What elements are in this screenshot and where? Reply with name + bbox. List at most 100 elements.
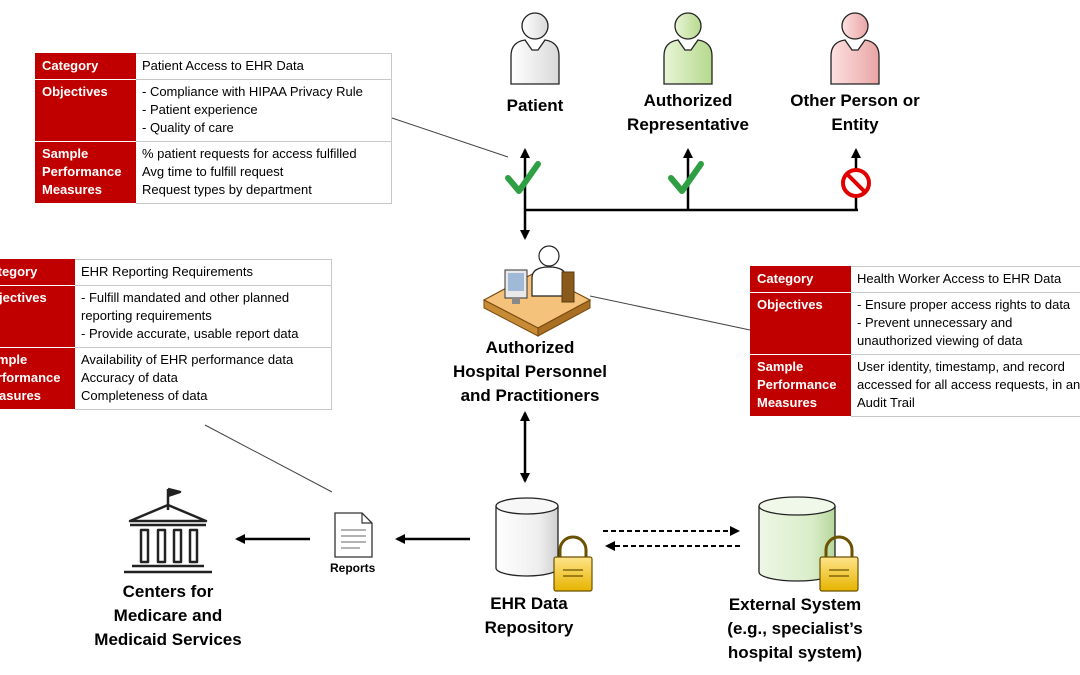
table-row: Sample Performance Measures Availability… <box>0 347 332 410</box>
external-system-label-line: hospital system) <box>727 643 863 662</box>
measure-item: Accuracy of data <box>81 370 178 385</box>
representative-allowed-check-icon <box>668 161 704 194</box>
measures-cell: % patient requests for access fulfilled … <box>135 141 392 204</box>
measures-header-text: Measures <box>757 395 817 410</box>
category-header-text: Category <box>0 264 38 279</box>
objective-item: - Quality of care <box>142 120 234 135</box>
category-cell: Health Worker Access to EHR Data <box>850 266 1080 293</box>
objective-item: reporting requirements <box>81 308 212 323</box>
external-system-label: External System (e.g., specialist’s hosp… <box>705 593 885 665</box>
table-row: Objectives - Fulfill mandated and other … <box>0 285 332 348</box>
government-building-icon <box>124 487 212 574</box>
table-row: Objectives - Compliance with HIPAA Priva… <box>35 79 392 142</box>
objective-item: - Provide accurate, usable report data <box>81 326 299 341</box>
ehr-database-icon <box>495 497 559 577</box>
objective-item: - Compliance with HIPAA Privacy Rule <box>142 84 363 99</box>
category-header: Category <box>0 259 75 286</box>
report-document-icon <box>334 512 373 558</box>
measure-item: Audit Trail <box>857 395 915 410</box>
category-header-text: Category <box>757 271 814 286</box>
representative-label-line: Authorized <box>643 91 733 110</box>
objective-item: unauthorized viewing of data <box>857 333 1023 348</box>
measures-header-text: Measures <box>42 182 102 197</box>
table-row: Sample Performance Measures User identit… <box>750 354 1080 417</box>
measures-header-text: Performance <box>0 370 61 385</box>
objectives-header: Objectives <box>750 292 851 355</box>
objectives-cell: - Ensure proper access rights to data - … <box>850 292 1080 355</box>
measure-item: accessed for all access requests, in an <box>857 377 1080 392</box>
other-person-icon <box>830 12 880 85</box>
measures-cell: Availability of EHR performance data Acc… <box>74 347 332 410</box>
workstation-icon <box>482 245 592 337</box>
objective-item: - Fulfill mandated and other planned <box>81 290 290 305</box>
patient-allowed-check-icon <box>505 161 541 194</box>
external-system-label-line: (e.g., specialist’s <box>727 619 863 638</box>
objectives-header-text: Objectives <box>0 290 47 305</box>
reports-label: Reports <box>330 561 376 575</box>
hospital-personnel-label-line: Hospital Personnel <box>453 362 607 381</box>
table-row: Category Health Worker Access to EHR Dat… <box>750 266 1080 293</box>
category-cell: Patient Access to EHR Data <box>135 53 392 80</box>
health-worker-table-connector <box>589 295 751 331</box>
patient-label-line: Patient <box>506 96 564 115</box>
measure-item: % patient requests for access fulfilled <box>142 146 357 161</box>
measures-header: Sample Performance Measures <box>0 347 75 410</box>
table-row: Objectives - Ensure proper access rights… <box>750 292 1080 355</box>
external-system-label-line: External System <box>728 595 862 614</box>
category-text: Health Worker Access to EHR Data <box>857 271 1062 286</box>
table-row: Sample Performance Measures % patient re… <box>35 141 392 204</box>
other-person-label-line: Entity <box>831 115 879 134</box>
category-text: EHR Reporting Requirements <box>81 264 253 279</box>
measures-header-text: Measures <box>0 388 41 403</box>
objective-item: - Prevent unnecessary and <box>857 315 1013 330</box>
objectives-header: Objectives <box>0 285 75 348</box>
ehr-repository-label: EHR Data Repository <box>459 592 599 640</box>
measures-header-text: Performance <box>757 377 837 392</box>
table-row: Category EHR Reporting Requirements <box>0 259 332 286</box>
measures-header-text: Sample <box>0 352 28 367</box>
ehr-lock-icon <box>553 535 593 592</box>
ehr-repository-label-line: EHR Data <box>490 594 568 613</box>
ehr-repository-label-line: Repository <box>484 618 574 637</box>
objectives-cell: - Fulfill mandated and other planned rep… <box>74 285 332 348</box>
reporting-table-connector <box>204 424 333 493</box>
cms-label-line: Centers for <box>122 582 214 601</box>
authorized-representative-label: Authorized Representative <box>608 89 768 137</box>
objective-item: - Patient experience <box>142 102 258 117</box>
category-header-text: Category <box>42 58 99 73</box>
health-worker-table: Category Health Worker Access to EHR Dat… <box>750 266 1080 417</box>
cms-label-line: Medicaid Services <box>94 630 242 649</box>
hospital-personnel-label: Authorized Hospital Personnel and Practi… <box>430 336 630 408</box>
objectives-header-text: Objectives <box>42 84 108 99</box>
reporting-table: Category EHR Reporting Requirements Obje… <box>0 259 332 410</box>
measures-header-text: Sample <box>757 359 804 374</box>
measures-header-text: Performance <box>42 164 122 179</box>
patient-table-connector <box>391 117 509 158</box>
representative-label-line: Representative <box>627 115 749 134</box>
objectives-header-text: Objectives <box>757 297 823 312</box>
measures-header: Sample Performance Measures <box>35 141 136 204</box>
other-person-denied-icon <box>841 168 871 198</box>
category-cell: EHR Reporting Requirements <box>74 259 332 286</box>
category-header: Category <box>35 53 136 80</box>
hospital-personnel-label-line: Authorized <box>485 338 575 357</box>
measure-item: Request types by department <box>142 182 312 197</box>
category-header: Category <box>750 266 851 293</box>
measure-item: Availability of EHR performance data <box>81 352 294 367</box>
cms-label: Centers for Medicare and Medicaid Servic… <box>83 580 253 652</box>
objectives-header: Objectives <box>35 79 136 142</box>
objective-item: - Ensure proper access rights to data <box>857 297 1071 312</box>
hospital-personnel-label-line: and Practitioners <box>460 386 600 405</box>
cms-label-line: Medicare and <box>113 606 223 625</box>
measure-item: User identity, timestamp, and record <box>857 359 1065 374</box>
other-person-label: Other Person or Entity <box>775 89 935 137</box>
table-row: Category Patient Access to EHR Data <box>35 53 392 80</box>
patient-label: Patient <box>490 94 580 118</box>
other-person-label-line: Other Person or <box>790 91 920 110</box>
patient-person-icon <box>510 12 560 85</box>
patient-access-table: Category Patient Access to EHR Data Obje… <box>35 53 392 204</box>
objectives-cell: - Compliance with HIPAA Privacy Rule - P… <box>135 79 392 142</box>
authorized-representative-person-icon <box>663 12 713 85</box>
measures-header: Sample Performance Measures <box>750 354 851 417</box>
